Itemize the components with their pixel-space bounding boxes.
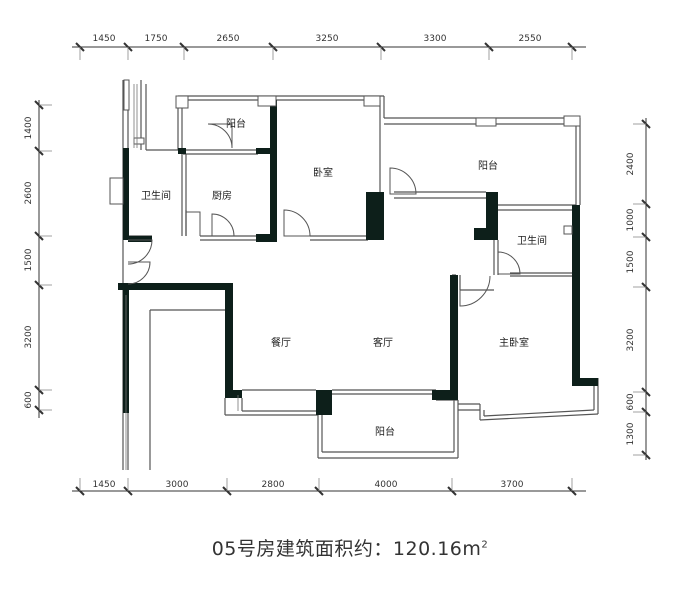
room-label-balcony-right: 阳台 [478,159,498,172]
dimension-labels: 1450 1750 2650 3250 3300 2550 1450 3000 … [24,34,636,490]
dim-bottom-5: 3700 [501,480,524,490]
dim-right-5: 600 [626,393,636,410]
room-label-dining: 餐厅 [271,336,291,349]
windows [109,79,581,235]
thick-walls [118,100,598,415]
room-label-balcony-top: 阳台 [226,117,246,130]
room-label-bedroom: 卧室 [313,166,333,179]
dim-top-5: 3300 [424,34,447,44]
railing [125,84,239,470]
dim-top-1: 1450 [93,34,116,44]
room-label-bathroom-left: 卫生间 [141,189,171,202]
door-swings [127,123,521,307]
dim-left-3: 1500 [24,248,34,271]
dim-right-1: 2400 [626,152,636,175]
room-label-master-bedroom: 主卧室 [499,336,529,349]
dim-left-1: 1400 [24,116,34,139]
dim-top-4: 3250 [316,34,339,44]
dim-bottom-4: 4000 [375,480,398,490]
dim-right-3: 1500 [626,250,636,273]
room-label-living: 客厅 [373,336,393,349]
floor-plan-drawing: 1450 1750 2650 3250 3300 2550 1450 3000 … [24,34,651,496]
dim-bottom-2: 3000 [166,480,189,490]
room-label-bathroom-right: 卫生间 [517,234,547,247]
dim-top-3: 2650 [217,34,240,44]
room-label-kitchen: 厨房 [212,189,232,202]
dim-bottom-3: 2800 [262,480,285,490]
dim-left-5: 600 [24,391,34,408]
thin-walls [122,80,599,470]
dimension-lines [34,42,651,496]
dim-right-2: 1000 [626,208,636,231]
area-caption-text: 05号房建筑面积约：120.16m [211,538,482,560]
dim-bottom-1: 1450 [93,480,116,490]
dim-left-4: 3200 [24,325,34,348]
dim-right-4: 3200 [626,328,636,351]
area-caption: 05号房建筑面积约：120.16m2 [0,534,700,561]
dim-right-6: 1300 [626,422,636,445]
room-label-balcony-bottom: 阳台 [375,425,395,438]
dim-top-6: 2550 [519,34,542,44]
dim-top-2: 1750 [145,34,168,44]
room-labels: 阳台 卫生间 厨房 卧室 阳台 卫生间 餐厅 客厅 主卧室 阳台 [141,117,547,438]
area-unit-superscript: 2 [481,539,489,551]
dim-left-2: 2600 [24,181,34,204]
